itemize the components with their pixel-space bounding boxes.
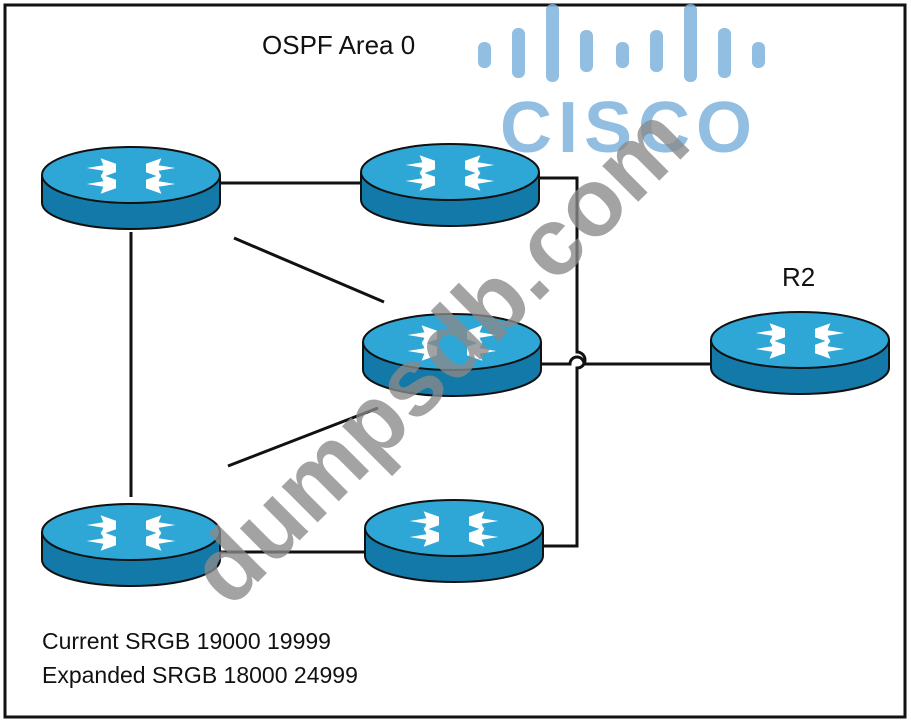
router-center[interactable]	[362, 313, 542, 397]
link-center-r2	[540, 355, 714, 366]
link-bottom-left-center	[227, 406, 379, 468]
router-top-left[interactable]	[41, 146, 221, 230]
router-top-mid[interactable]	[360, 143, 540, 227]
cisco-logo-text: CISCO	[500, 88, 758, 168]
router-r2[interactable]	[710, 311, 890, 395]
links	[129, 176, 714, 554]
srgb-expanded-label: Expanded SRGB 18000 24999	[42, 662, 358, 688]
link-top-left-center	[233, 236, 385, 304]
router-bottom-left[interactable]	[41, 503, 221, 587]
router-bottom-mid[interactable]	[364, 499, 544, 583]
area-title: OSPF Area 0	[262, 30, 416, 60]
cisco-logo-watermark: CISCO	[478, 4, 765, 168]
router-label-r2: R2	[782, 262, 816, 292]
srgb-current-label: Current SRGB 19000 19999	[42, 628, 331, 654]
diagram-frame	[3, 3, 907, 719]
link-top-mid-bottom-mid-trunk	[538, 176, 587, 548]
